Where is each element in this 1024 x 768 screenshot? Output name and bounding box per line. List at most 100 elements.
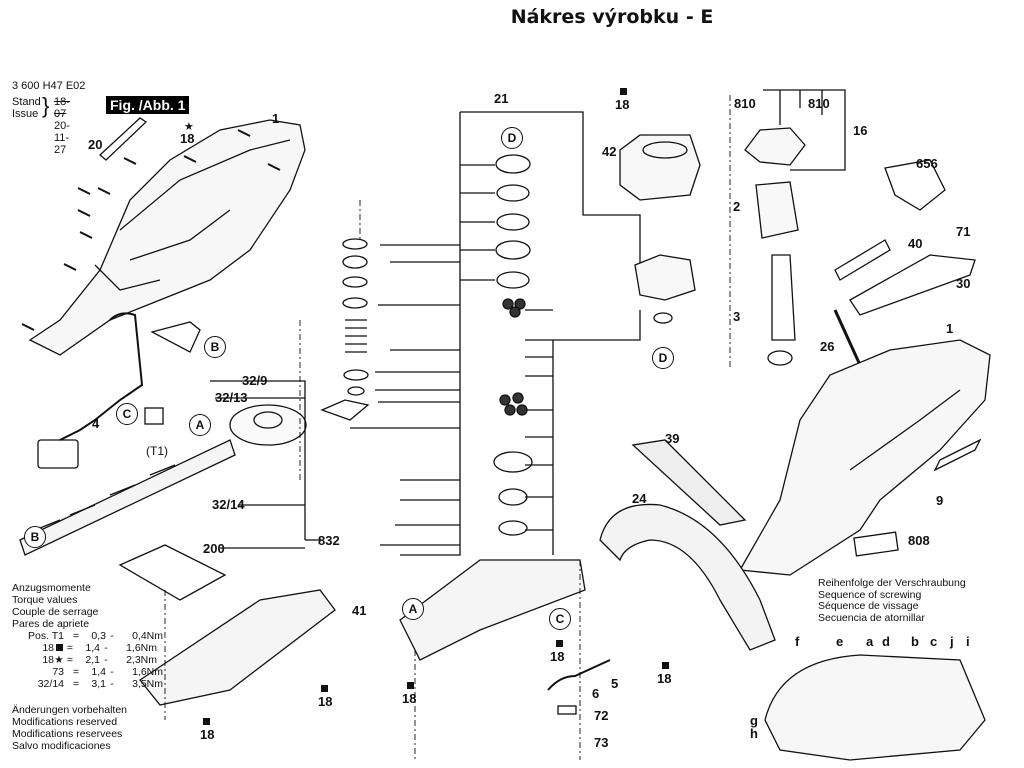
marker-b: B	[24, 526, 46, 548]
base-housing	[139, 589, 336, 706]
callout-810-a: 810	[734, 96, 756, 111]
callout-18-e: 18	[657, 671, 672, 686]
stand-date: 18-07	[54, 96, 70, 120]
part-40	[834, 239, 891, 281]
clamp-72	[557, 705, 577, 715]
callout-3: 3	[733, 309, 741, 324]
assembly-axes	[164, 95, 731, 760]
part-30	[849, 254, 976, 316]
terminal-t1	[144, 407, 164, 425]
mod-es: Salvo modificaciones	[12, 740, 111, 752]
callout-1-top: 1	[272, 111, 280, 126]
mod-en: Modifications reserved	[12, 716, 118, 728]
callout-72: 72	[594, 708, 609, 723]
revision-block: Stand Issue } 18-07 20-11-27	[12, 95, 70, 157]
cap-42	[619, 134, 701, 324]
callout-21: 21	[494, 91, 509, 106]
seq-heading-en: Sequence of screwing	[818, 588, 922, 601]
callout-39: 39	[665, 431, 680, 446]
figure-label: Fig. /Abb. 1	[106, 96, 190, 114]
callout-18-sq-top: 18	[615, 97, 630, 112]
callout-18-b: 18	[200, 727, 215, 742]
mod-fr: Modifications reservees	[12, 728, 123, 740]
part-26	[833, 309, 862, 366]
screws-star	[21, 129, 281, 331]
callout-810-b: 810	[808, 96, 830, 111]
seq-letter-b: b	[911, 634, 919, 649]
callout-808: 808	[908, 533, 930, 548]
square-icon	[662, 662, 669, 669]
blade-assembly	[19, 404, 307, 556]
label-808	[853, 531, 899, 557]
torque-row: 73 = 1,4 - 1,6Nm	[52, 666, 163, 678]
housing-left-half	[28, 119, 306, 356]
torque-heading-fr: Couple de serrage	[12, 606, 99, 618]
armature	[771, 254, 796, 341]
seq-heading-de: Reihenfolge der Verschraubung	[818, 577, 966, 589]
cover-b	[150, 321, 201, 353]
square-icon	[556, 640, 563, 647]
marker-a: A	[189, 414, 211, 436]
callout-20: 20	[88, 137, 103, 152]
housing-right-half	[738, 339, 991, 576]
callout-18-a: 18	[318, 694, 333, 709]
torque-row: Pos. T1 = 0,3 - 0,4Nm	[28, 630, 163, 642]
screw-sequence-tool	[764, 654, 986, 761]
marker-d: D	[501, 127, 523, 149]
seq-letter-h: h	[750, 726, 758, 741]
square-icon	[620, 88, 627, 95]
callout-18-c: 18	[402, 691, 417, 706]
issue-date: 20-11-27	[54, 120, 70, 156]
torque-heading-de: Anzugsmomente	[12, 582, 91, 594]
callout-32-9: 32/9	[242, 373, 268, 388]
torque-table: Anzugsmomente Torque values Couple de se…	[12, 582, 163, 690]
label-9	[933, 438, 982, 472]
torque-heading-en: Torque values	[12, 594, 78, 606]
callout-4: 4	[92, 416, 100, 431]
seq-letter-a: a	[866, 634, 874, 649]
seq-letter-f: f	[795, 634, 800, 649]
marker-c: C	[116, 403, 138, 425]
gearbox-base	[399, 559, 586, 661]
bracket-21	[350, 111, 641, 556]
cable-harness	[59, 312, 144, 441]
marker-a: A	[402, 598, 424, 620]
torque-row: 32/14 = 3,1 - 3,5Nm	[37, 678, 163, 690]
callout-832: 832	[318, 533, 340, 548]
bracket-832	[210, 380, 320, 549]
marker-c: C	[549, 608, 571, 630]
callout-24: 24	[632, 491, 647, 506]
switch-block	[37, 439, 79, 469]
page-title: Nákres výrobku - E	[510, 6, 714, 28]
callout-16: 16	[853, 123, 868, 138]
callout-200: 200	[203, 541, 225, 556]
document-id: 3 600 H47 E02	[12, 80, 86, 92]
star-icon: ★	[184, 121, 194, 133]
callout-32-14: 32/14	[212, 497, 245, 512]
marker-b: B	[204, 336, 226, 358]
torque-row: 18 ★ = 2,1 - 2,3Nm	[42, 654, 157, 666]
seq-letter-e: e	[836, 634, 844, 649]
callout-6: 6	[592, 686, 600, 701]
square-icon	[203, 718, 210, 725]
callout-1-right: 1	[946, 321, 954, 336]
callout-42: 42	[602, 144, 617, 159]
seq-letter-d: d	[882, 634, 890, 649]
gear-stack	[320, 154, 533, 536]
stand-label: Stand	[12, 96, 41, 108]
part-strip-20	[99, 117, 148, 161]
seq-letter-g: g	[750, 713, 758, 728]
callout-41: 41	[352, 603, 367, 618]
star-icon: ★	[54, 654, 64, 666]
callout-t1: (T1)	[146, 444, 168, 458]
callout-32-13: 32/13	[215, 390, 248, 405]
seq-heading-fr: Séquence de vissage	[818, 600, 919, 612]
callout-30: 30	[956, 276, 971, 291]
power-cable	[547, 659, 611, 691]
callout-40: 40	[908, 236, 923, 251]
front-handle-guard	[599, 503, 776, 651]
seq-letter-c: c	[930, 634, 938, 649]
square-icon	[321, 685, 328, 692]
seq-heading-es: Secuencia de atornillar	[818, 611, 925, 624]
marker-d: D	[652, 347, 674, 369]
